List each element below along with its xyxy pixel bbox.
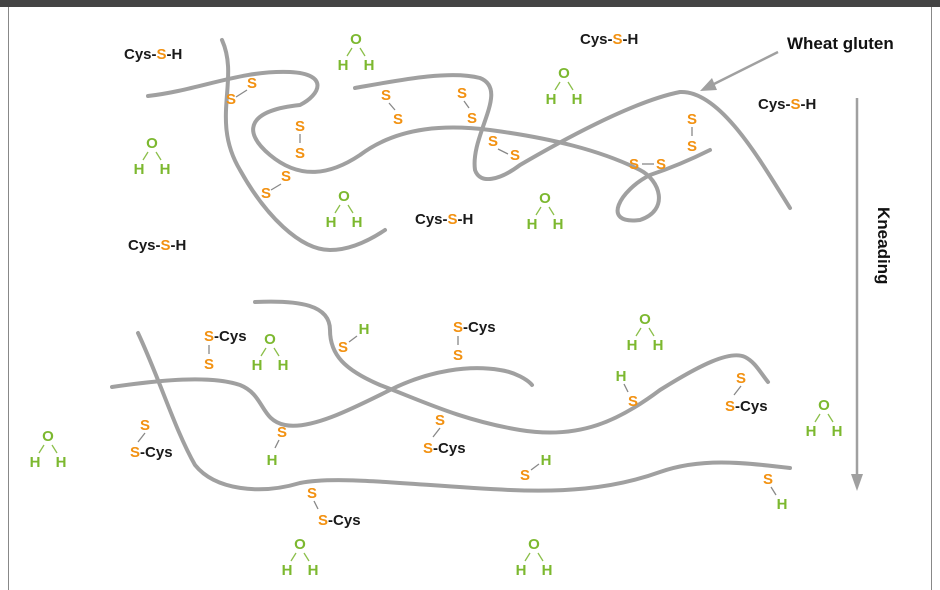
svg-text:S: S	[140, 417, 150, 434]
cysteine-thiol: Cys-S-H	[415, 211, 473, 228]
cysteine-thiol: Cys-S-H	[580, 31, 638, 48]
svg-text:S-Cys: S-Cys	[130, 444, 173, 461]
gluten-strand	[220, 38, 387, 252]
thiol-group: H S	[616, 368, 638, 410]
svg-text:S: S	[435, 412, 445, 429]
disulfide-bridge: S S	[381, 87, 403, 128]
svg-text:Cys-S-H: Cys-S-H	[580, 31, 638, 48]
svg-text:Cys-S-H: Cys-S-H	[128, 237, 186, 254]
svg-text:S: S	[247, 75, 257, 92]
water-molecule	[525, 189, 565, 234]
disulfide-cysteine: S-Cys S	[453, 319, 496, 364]
disulfide-bridge: S S	[261, 168, 291, 202]
svg-text:S: S	[687, 138, 697, 155]
disulfide-bridge: S S	[687, 111, 697, 155]
svg-text:S: S	[520, 467, 530, 484]
svg-text:H: H	[616, 368, 627, 385]
top-gluten-network	[146, 38, 792, 252]
water-molecule	[324, 187, 364, 232]
wheat-gluten-callout: Wheat gluten	[700, 34, 894, 91]
water-molecule	[132, 134, 172, 179]
svg-text:S: S	[381, 87, 391, 104]
thiol-group: S H	[338, 321, 369, 356]
water-molecule	[804, 396, 844, 441]
svg-text:S: S	[763, 471, 773, 488]
water-molecule	[544, 64, 584, 109]
svg-text:H: H	[359, 321, 370, 338]
gluten-strand	[136, 331, 792, 493]
svg-text:S-Cys: S-Cys	[318, 512, 361, 529]
svg-text:S: S	[204, 356, 214, 373]
water-molecule	[336, 30, 376, 75]
svg-text:S: S	[453, 347, 463, 364]
figure-frame	[8, 7, 932, 590]
gluten-strand	[146, 69, 712, 223]
water-molecule	[514, 535, 554, 580]
thiol-group: S H	[763, 471, 787, 513]
water-molecule	[280, 535, 320, 580]
svg-text:H: H	[777, 496, 788, 513]
bottom-free-thiols: S H H S S H S H S H	[267, 321, 788, 513]
disulfide-cysteine: S S-Cys	[307, 485, 361, 529]
svg-text:S: S	[457, 85, 467, 102]
svg-text:Cys-S-H: Cys-S-H	[415, 211, 473, 228]
top-disulfide-bridges: S S S S S S S S S S S S S	[226, 75, 697, 202]
disulfide-bridge: S S	[295, 118, 305, 162]
cysteine-thiol: Cys-S-H	[124, 46, 182, 63]
svg-text:S: S	[687, 111, 697, 128]
svg-text:Cys-S-H: Cys-S-H	[124, 46, 182, 63]
gluten-strand	[253, 299, 770, 435]
svg-text:S: S	[261, 185, 271, 202]
svg-text:S: S	[488, 133, 498, 150]
header-bar	[0, 0, 940, 7]
svg-text:H: H	[541, 452, 552, 469]
svg-text:S: S	[628, 393, 638, 410]
svg-text:S: S	[277, 424, 287, 441]
cysteine-thiol: Cys-S-H	[758, 96, 816, 113]
svg-text:H: H	[267, 452, 278, 469]
cysteine-thiol: Cys-S-H	[128, 237, 186, 254]
svg-text:S: S	[656, 156, 666, 173]
kneading-arrow: Kneading	[851, 98, 893, 491]
water-molecule	[625, 310, 665, 355]
bottom-disulfide-cysteines: S-Cys S S-Cys S S S-Cys S S-Cys S S-Cys …	[130, 319, 768, 529]
svg-text:S: S	[226, 91, 236, 108]
top-cysteine-thiols: Cys-S-H Cys-S-H Cys-S-H Cys-S-H Cys-S-H	[124, 31, 816, 254]
svg-text:S-Cys: S-Cys	[453, 319, 496, 336]
gluten-strand	[353, 73, 792, 210]
gluten-strand	[110, 366, 534, 428]
disulfide-cysteine: S-Cys S	[204, 328, 247, 373]
svg-text:S: S	[295, 145, 305, 162]
bottom-gluten-network	[110, 299, 792, 493]
water-molecule	[250, 330, 290, 375]
svg-text:S: S	[629, 156, 639, 173]
svg-text:S: S	[338, 339, 348, 356]
svg-text:S: S	[510, 147, 520, 164]
svg-text:S: S	[295, 118, 305, 135]
svg-text:S: S	[736, 370, 746, 387]
disulfide-bridge: S S	[457, 85, 477, 127]
svg-text:S: S	[467, 110, 477, 127]
svg-text:Cys-S-H: Cys-S-H	[758, 96, 816, 113]
disulfide-bridge: S S	[226, 75, 257, 108]
svg-text:S: S	[281, 168, 291, 185]
disulfide-cysteine: S S-Cys	[130, 417, 173, 461]
svg-text:S-Cys: S-Cys	[423, 440, 466, 457]
disulfide-bridge: S S	[629, 156, 666, 173]
thiol-group: S H	[520, 452, 551, 484]
wheat-gluten-label: Wheat gluten	[787, 34, 894, 53]
svg-text:S: S	[307, 485, 317, 502]
thiol-group: S H	[267, 424, 287, 469]
disulfide-cysteine: S S-Cys	[725, 370, 768, 415]
svg-text:S: S	[393, 111, 403, 128]
disulfide-bridge: S S	[488, 133, 520, 164]
svg-text:S-Cys: S-Cys	[725, 398, 768, 415]
disulfide-cysteine: S S-Cys	[423, 412, 466, 457]
svg-text:S-Cys: S-Cys	[204, 328, 247, 345]
kneading-label: Kneading	[874, 207, 893, 284]
water-molecule	[28, 427, 68, 472]
